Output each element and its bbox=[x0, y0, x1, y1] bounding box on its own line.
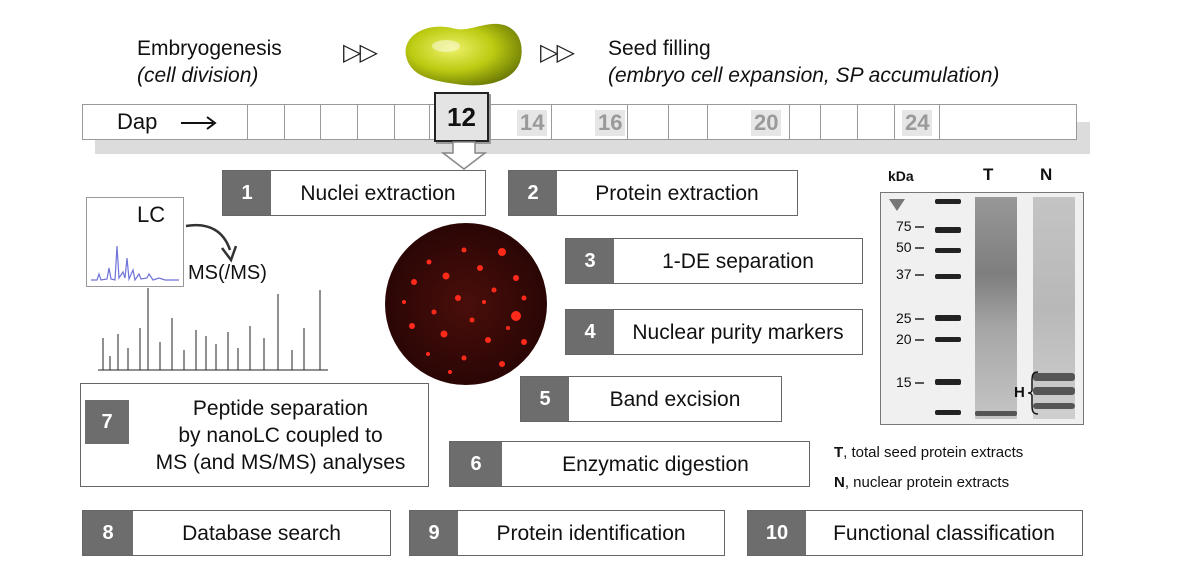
step-7: 7 Peptide separation by nanoLC coupled t… bbox=[80, 383, 429, 487]
lc-label: LC bbox=[137, 202, 166, 227]
stage-seed-filling: Seed filling (embryo cell expansion, SP … bbox=[608, 35, 999, 89]
step-3-number: 3 bbox=[566, 239, 614, 283]
step-3: 3 1-DE separation bbox=[565, 238, 863, 284]
step-5: 5 Band excision bbox=[520, 376, 782, 422]
step-8: 8 Database search bbox=[82, 510, 391, 556]
step-9: 9 Protein identification bbox=[409, 510, 725, 556]
stage-arrow-left: ▷▷ bbox=[343, 39, 378, 66]
step-8-label: Database search bbox=[182, 521, 341, 545]
step-7-line-3: MS (and MS/MS) analyses bbox=[155, 450, 406, 474]
step-9-label: Protein identification bbox=[496, 521, 686, 545]
right-arrow-icon bbox=[181, 116, 217, 130]
step-10: 10 Functional classification bbox=[747, 510, 1083, 556]
lc-chromatogram: LC bbox=[86, 197, 184, 287]
marker-25: 25 bbox=[896, 310, 912, 326]
legend-n-key: N bbox=[834, 474, 845, 491]
step-6-number: 6 bbox=[450, 442, 502, 486]
step-3-label: 1-DE separation bbox=[662, 249, 814, 273]
timeline-axis-label: Dap bbox=[117, 109, 158, 134]
step-9-number: 9 bbox=[410, 511, 458, 555]
step-4-number: 4 bbox=[566, 310, 614, 354]
marker-75: 75 bbox=[896, 218, 912, 234]
step-7-line-2: by nanoLC coupled to bbox=[178, 423, 383, 447]
step-4-label: Nuclear purity markers bbox=[632, 320, 844, 344]
marker-ticks bbox=[915, 226, 924, 384]
step-4: 4 Nuclear purity markers bbox=[565, 309, 863, 355]
gel-lane-t: T bbox=[983, 165, 994, 184]
step-10-label: Functional classification bbox=[833, 521, 1055, 545]
step-1-label: Nuclei extraction bbox=[300, 181, 456, 205]
step-6: 6 Enzymatic digestion bbox=[449, 441, 810, 487]
chromatogram-trace bbox=[91, 245, 179, 282]
timeline-day-24: 24 bbox=[902, 110, 933, 136]
step-2: 2 Protein extraction bbox=[508, 170, 798, 216]
gel-image bbox=[880, 192, 1084, 425]
step-5-label: Band excision bbox=[609, 387, 741, 411]
step-1-number: 1 bbox=[223, 171, 271, 215]
bracket-icon bbox=[1027, 371, 1039, 415]
marker-50: 50 bbox=[896, 239, 912, 255]
nuclei-micrograph bbox=[385, 223, 547, 385]
timeline-day-12: 12 bbox=[434, 92, 489, 142]
seed-image bbox=[405, 23, 522, 86]
step-8-number: 8 bbox=[83, 511, 133, 555]
stage-embryogenesis-sub: (cell division) bbox=[137, 64, 259, 87]
legend-t: T, total seed protein extracts bbox=[834, 444, 1023, 461]
step-1: 1 Nuclei extraction bbox=[222, 170, 486, 216]
step-2-number: 2 bbox=[509, 171, 557, 215]
legend-n-text: , nuclear protein extracts bbox=[844, 474, 1010, 491]
ms-label: MS(/MS) bbox=[188, 262, 267, 284]
step-2-label: Protein extraction bbox=[595, 181, 759, 205]
marker-15: 15 bbox=[896, 374, 912, 390]
step-10-number: 10 bbox=[748, 511, 806, 555]
timeline-day-20: 20 bbox=[751, 110, 782, 136]
step-7-line-1: Peptide separation bbox=[192, 396, 369, 420]
stage-embryogenesis: Embryogenesis (cell division) bbox=[137, 35, 282, 89]
stage-arrow-right: ▷▷ bbox=[540, 39, 575, 66]
marker-37: 37 bbox=[896, 266, 912, 282]
step-6-label: Enzymatic digestion bbox=[562, 452, 749, 476]
step-5-number: 5 bbox=[521, 377, 569, 421]
marker-20: 20 bbox=[896, 331, 912, 347]
down-arrow-icon bbox=[440, 141, 488, 170]
gel-lanes bbox=[889, 197, 1075, 419]
step-7-number: 7 bbox=[85, 400, 129, 444]
step-7-label: Peptide separation by nanoLC coupled to … bbox=[133, 384, 428, 486]
timeline-day-16: 16 bbox=[595, 110, 626, 136]
timeline-day-14: 14 bbox=[517, 110, 548, 136]
legend-n: N, nuclear protein extracts bbox=[834, 474, 1009, 491]
gel-lane-n: N bbox=[1040, 165, 1053, 184]
band-label: H bbox=[1014, 384, 1025, 401]
stage-embryogenesis-title: Embryogenesis bbox=[137, 37, 282, 60]
stage-seed-filling-sub: (embryo cell expansion, SP accumulation) bbox=[608, 64, 1000, 87]
legend-t-key: T bbox=[834, 444, 844, 461]
curved-arrow-icon bbox=[185, 223, 238, 263]
legend-t-text: , total seed protein extracts bbox=[843, 444, 1024, 461]
stage-seed-filling-title: Seed filling bbox=[608, 37, 711, 60]
gel-unit: kDa bbox=[888, 168, 914, 184]
timeline-bar: Dap 14 16 20 24 bbox=[82, 104, 1077, 140]
ms-spectrum bbox=[98, 288, 328, 371]
